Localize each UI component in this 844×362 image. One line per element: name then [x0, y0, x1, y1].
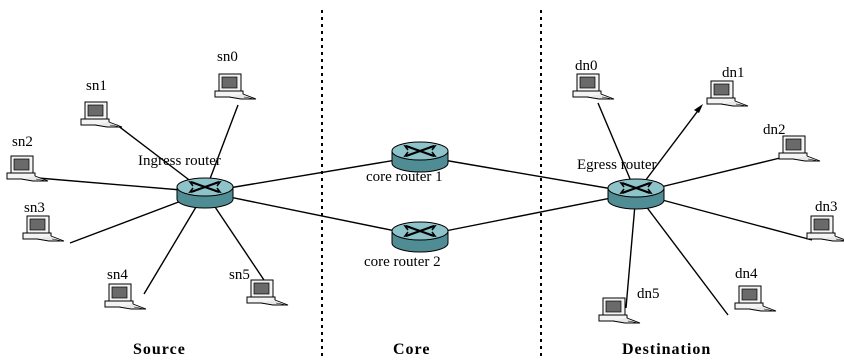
router-icon [606, 177, 666, 211]
dest-node-label: dn2 [763, 122, 786, 138]
computer-icon [806, 215, 844, 242]
link-egress-dn4 [635, 192, 729, 316]
link-egress-dn5 [625, 192, 637, 309]
router-icon [390, 140, 450, 174]
computer-icon [598, 297, 641, 324]
source-node-label: sn4 [107, 267, 128, 283]
source-node-label: sn3 [24, 200, 45, 216]
link-egress-dn3 [635, 192, 813, 241]
egress-router-label: Egress router [577, 157, 657, 173]
source-node-label: sn0 [217, 49, 238, 65]
source-node-label: sn2 [12, 134, 33, 150]
dest-node-label: dn5 [637, 286, 660, 302]
computer-icon [214, 73, 257, 100]
core-router-2-label: core router 2 [364, 254, 441, 270]
source-node-label: sn1 [86, 78, 107, 94]
computer-icon [572, 73, 615, 100]
computer-icon [246, 279, 289, 306]
core-router-1-label: core router 1 [366, 169, 443, 185]
link-ingress-sn4 [143, 191, 206, 295]
computer-icon [80, 101, 123, 128]
section-label-destination: Destination [622, 341, 711, 358]
dest-node-label: dn3 [815, 199, 838, 215]
computer-icon [778, 135, 821, 162]
dest-node-label: dn4 [735, 266, 758, 282]
computer-icon [734, 285, 777, 312]
link-ingress-core1 [204, 155, 421, 193]
link-ingress-sn0 [204, 104, 239, 193]
router-icon [390, 220, 450, 254]
dest-node-label: dn1 [722, 65, 745, 81]
source-node-label: sn5 [229, 267, 250, 283]
section-label-core: Core [393, 341, 430, 358]
link-core1-egress [419, 155, 637, 194]
computer-icon [706, 80, 749, 107]
dest-node-label: dn0 [575, 58, 598, 74]
link-egress-dn1 [635, 107, 701, 194]
arrowhead-dn1 [694, 104, 703, 113]
computer-icon [6, 155, 49, 182]
computer-icon [22, 215, 65, 242]
ingress-router-label: Ingress router [138, 153, 221, 169]
link-core2-egress [419, 192, 637, 237]
link-egress-dn0 [597, 102, 637, 194]
computer-icon [104, 283, 147, 310]
link-ingress-core2 [204, 191, 421, 237]
section-label-source: Source [133, 341, 186, 358]
router-icon [175, 176, 235, 210]
